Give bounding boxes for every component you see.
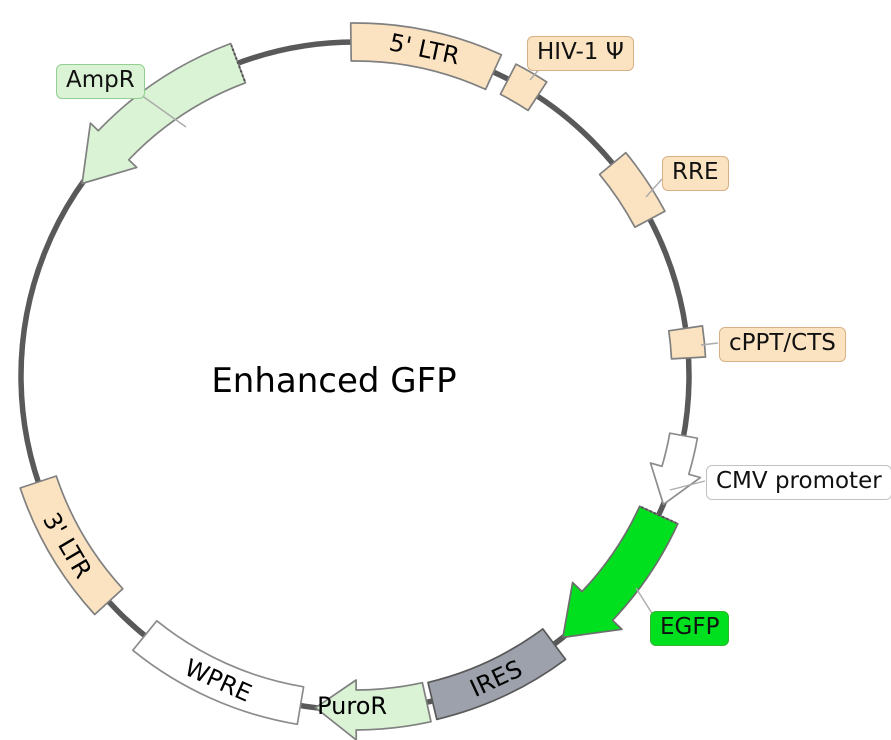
feature-rre[interactable]: [598, 151, 666, 229]
feature-ires[interactable]: [427, 628, 567, 721]
feature-cmv[interactable]: [649, 432, 702, 506]
cmv-promoter-label[interactable]: CMV promoter: [706, 465, 891, 500]
feature-puror[interactable]: [314, 679, 432, 740]
feature-hiv-psi[interactable]: [499, 63, 548, 112]
ampr-label[interactable]: AmpR: [56, 64, 145, 99]
feature-ampr-dotted-edge: [230, 45, 246, 82]
plasmid-title: Enhanced GFP: [211, 361, 457, 401]
cppt-cts-label[interactable]: cPPT/CTS: [719, 327, 846, 362]
label-leader-line: [700, 342, 719, 346]
feature-egfp-dotted-edge: [640, 506, 677, 524]
feature-wpre[interactable]: [131, 619, 305, 726]
label-leader-line: [669, 480, 706, 491]
feature-egfp[interactable]: [562, 505, 679, 639]
label-leader-line: [635, 587, 654, 616]
feature-cppt[interactable]: [667, 325, 707, 360]
rre-label[interactable]: RRE: [662, 156, 729, 191]
hiv-1-psi-label[interactable]: HIV-1 Ψ: [527, 36, 634, 71]
feature-ampr[interactable]: [81, 42, 247, 185]
feature-three-ltr[interactable]: [19, 475, 124, 616]
puror-band-label: PuroR: [317, 692, 387, 720]
label-leader-line: [645, 178, 663, 198]
egfp-label[interactable]: EGFP: [650, 611, 730, 646]
label-leader-line: [140, 94, 187, 128]
feature-five-ltr[interactable]: [349, 22, 503, 91]
